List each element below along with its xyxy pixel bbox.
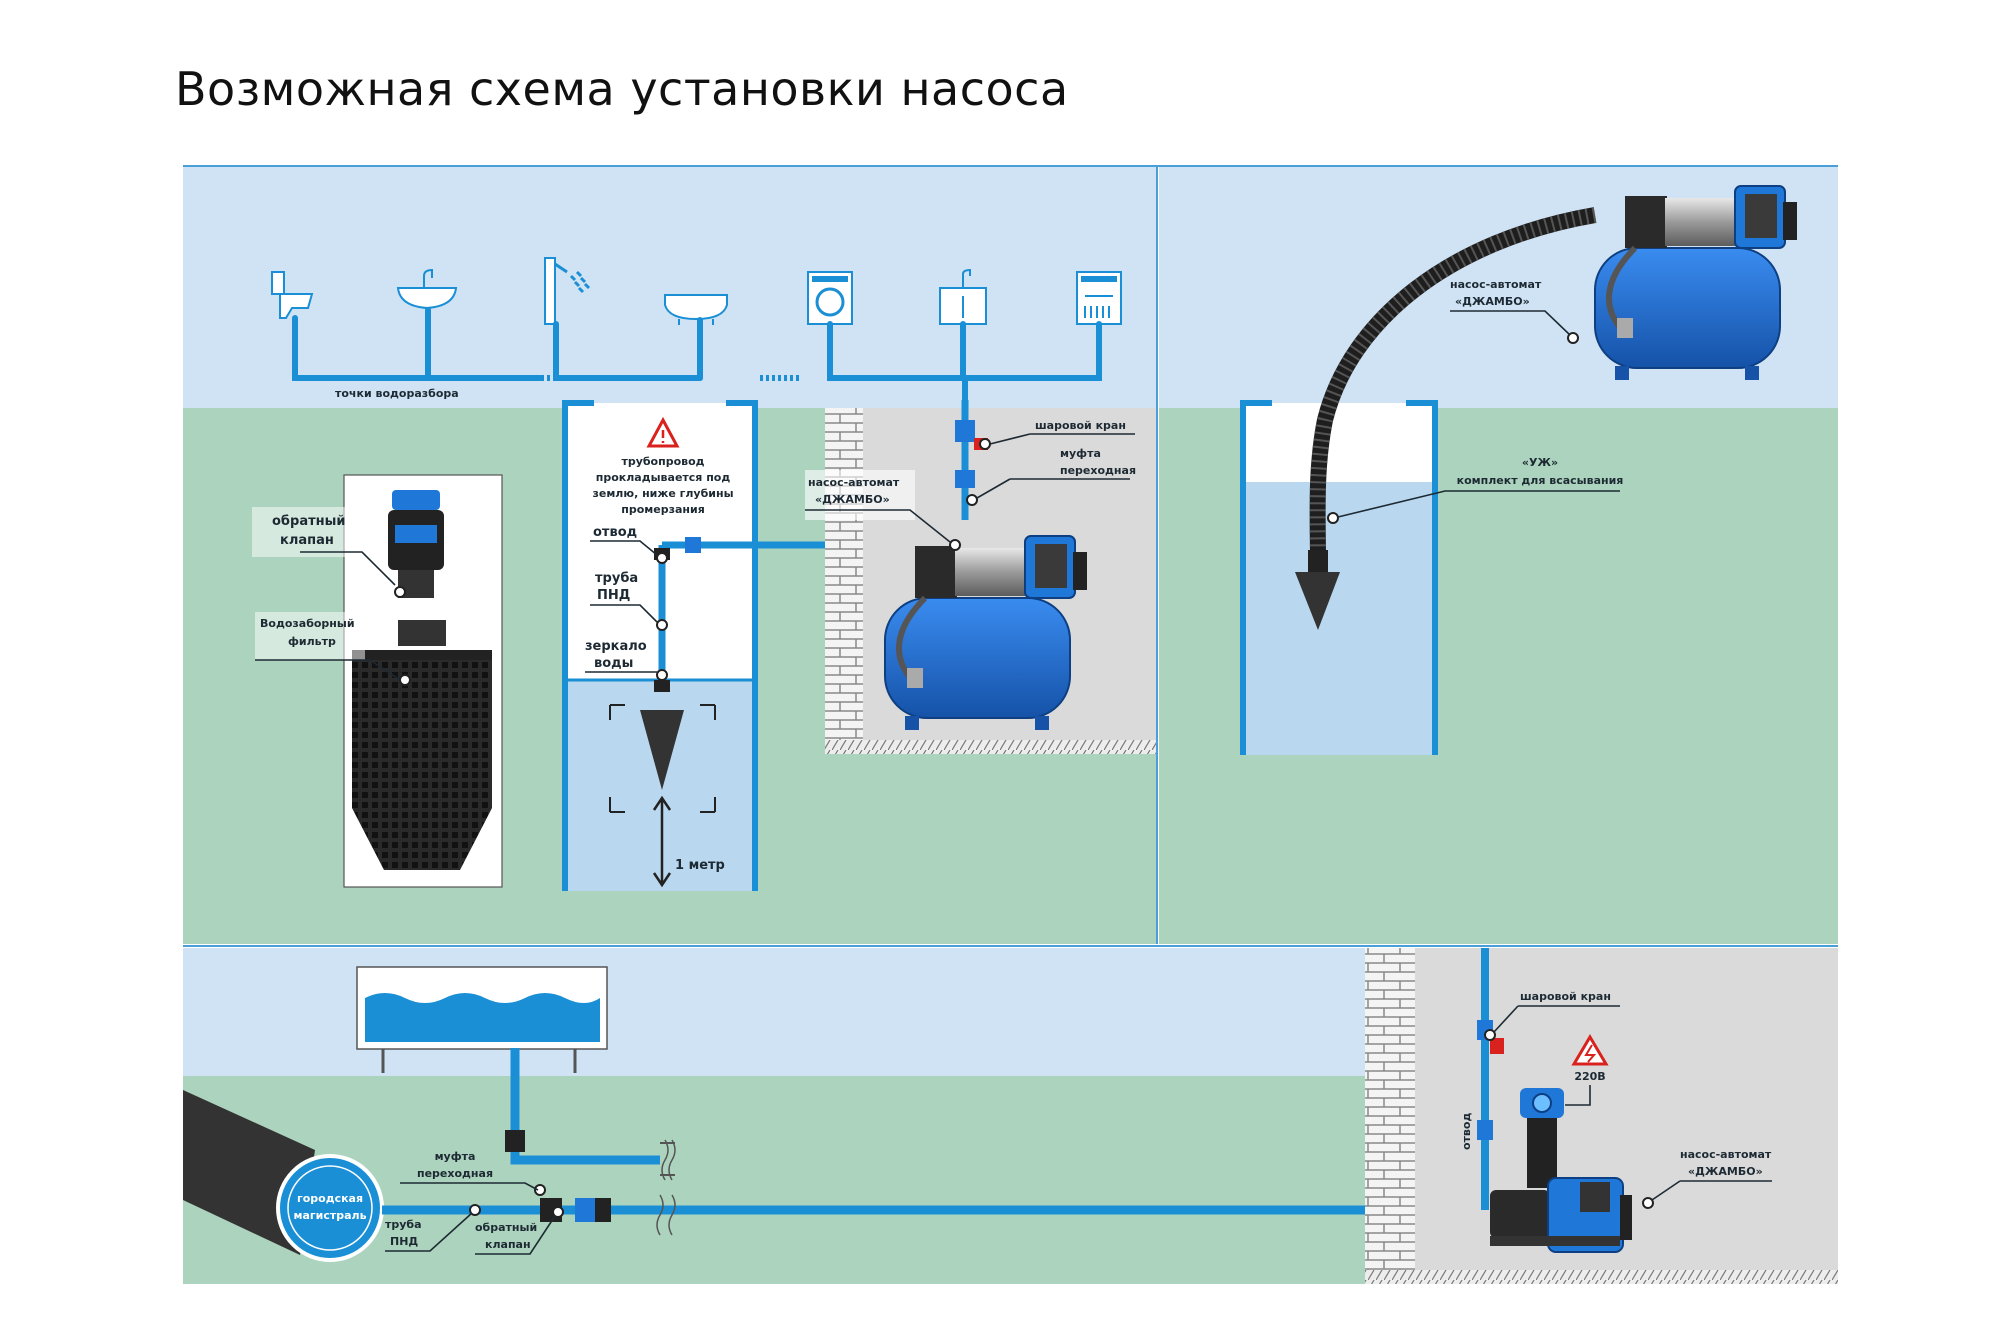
warning-line-4: промерзания xyxy=(621,503,705,516)
elbow3-label: отвод xyxy=(1460,1113,1473,1150)
ball-valve-label: шаровой кран xyxy=(1035,419,1126,432)
well xyxy=(562,400,758,891)
hdpe-pipe-label-1: труба xyxy=(595,571,638,586)
pump3-label-2: «ДЖАМБО» xyxy=(1688,1165,1763,1178)
check-valve3-label-2: клапан xyxy=(485,1238,531,1251)
voltage-label: 220В xyxy=(1574,1070,1605,1083)
coupling3-label-2: переходная xyxy=(417,1167,493,1180)
diagram-frame xyxy=(183,165,1838,947)
suction-kit-label-1: «УЖ» xyxy=(1522,456,1558,469)
pump1-label-2: «ДЖАМБО» xyxy=(815,493,890,506)
sink-icon xyxy=(939,268,987,325)
high-voltage-icon xyxy=(1571,1034,1609,1066)
washing-machine-icon xyxy=(807,271,853,325)
check-valve-illustration xyxy=(388,490,444,598)
check-valve-label-2: клапан xyxy=(280,533,334,548)
elbow-label: отвод xyxy=(593,525,637,540)
page-title: Возможная схема установки насоса xyxy=(175,62,1069,116)
suction-kit-label-2: комплект для всасывания xyxy=(1457,474,1624,487)
warning-icon xyxy=(646,416,680,448)
shower-icon xyxy=(544,257,591,325)
warning-line-2: прокладывается под xyxy=(596,471,731,484)
water-points-label: точки водоразбора xyxy=(335,387,459,400)
coupling-label-2: переходная xyxy=(1060,464,1136,477)
city-main-label-1: городская xyxy=(297,1192,363,1205)
hdpe3-label-2: ПНД xyxy=(390,1235,418,1248)
panel-city-main: городская магистраль муфта переходная тр… xyxy=(183,948,1838,1284)
pump2-label-1: насос-автомат xyxy=(1450,278,1542,291)
jumbo-pump-3 xyxy=(1490,1088,1632,1253)
bathtub-icon xyxy=(664,294,728,325)
city-main-label-2: магистраль xyxy=(293,1209,366,1222)
intake-filter-illustration xyxy=(352,620,492,870)
water-level-label-1: зеркало xyxy=(585,639,647,654)
storage-tank xyxy=(356,966,608,1073)
jumbo-pump-2 xyxy=(1595,186,1797,380)
check-valve-label-1: обратный xyxy=(272,514,345,529)
panel-house-well: точки водоразбора обратный клапан Водоза… xyxy=(183,166,1156,944)
intake-filter-label-1: Водозаборный xyxy=(260,617,355,630)
hdpe3-label-1: труба xyxy=(385,1218,422,1231)
intake-filter-label-2: фильтр xyxy=(288,635,336,648)
dishwasher-icon xyxy=(1076,271,1122,325)
well-2 xyxy=(1240,400,1438,755)
coupling3-label-1: муфта xyxy=(435,1150,476,1163)
depth-label: 1 метр xyxy=(675,858,725,873)
ball-valve3-label: шаровой кран xyxy=(1520,990,1611,1003)
panel-suction-kit: насос-автомат «ДЖАМБО» «УЖ» комплект для… xyxy=(1159,166,1838,944)
pump3-label-1: насос-автомат xyxy=(1680,1148,1772,1161)
hdpe-pipe-label-2: ПНД xyxy=(597,588,630,603)
toilet-icon xyxy=(271,271,314,319)
check-valve3-label-1: обратный xyxy=(475,1221,537,1234)
water-level-label-2: воды xyxy=(594,656,633,671)
pump1-label-1: насос-автомат xyxy=(808,476,900,489)
warning-line-1: трубопровод xyxy=(621,455,704,468)
coupling-label-1: муфта xyxy=(1060,447,1101,460)
pump2-label-2: «ДЖАМБО» xyxy=(1455,295,1530,308)
warning-line-3: землю, ниже глубины xyxy=(592,487,733,500)
jumbo-pump-1 xyxy=(885,536,1087,730)
